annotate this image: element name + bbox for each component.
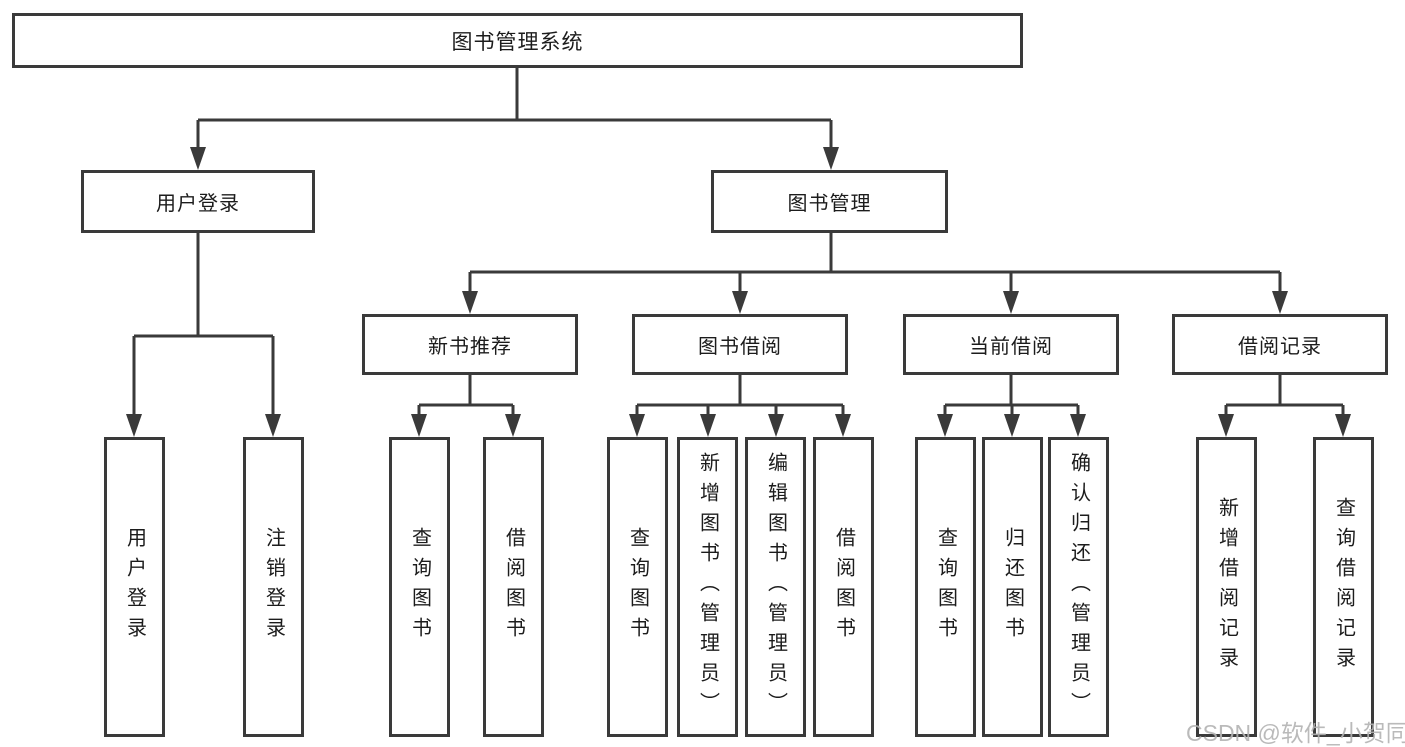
watermark: CSDN @软件_小贺同学: [1186, 720, 1405, 746]
leaf-query-book-3: 查询图书: [915, 437, 976, 737]
leaf-user-login-label: 用户登录: [123, 527, 146, 647]
arrow-leaf-confirm-return: [1070, 414, 1086, 437]
arrow-leaf-return-book: [1004, 414, 1020, 437]
leaf-add-borrow-record: 新增借阅记录: [1196, 437, 1257, 737]
arrow-leaf-query-book-1: [411, 414, 427, 437]
leaf-borrow-book-1-label: 借阅图书: [502, 527, 525, 647]
arrow-leaf-query-borrow-record: [1335, 414, 1351, 437]
arrow-leaf-user-login: [126, 414, 142, 437]
leaf-logout-label: 注销登录: [262, 527, 285, 647]
leaf-edit-book: 编辑图书（管理员）: [745, 437, 806, 737]
arrow-book-mgmt: [823, 147, 839, 170]
node-book-borrow: 图书借阅: [632, 314, 848, 375]
leaf-query-book-1-label: 查询图书: [408, 527, 431, 647]
arrow-leaf-borrow-book-2: [835, 414, 851, 437]
node-current-borrow: 当前借阅: [903, 314, 1119, 375]
node-book-mgmt-label: 图书管理: [787, 193, 872, 215]
leaf-confirm-return-label: 确认归还（管理员）: [1067, 452, 1090, 722]
leaf-borrow-book-1: 借阅图书: [483, 437, 544, 737]
node-root: 图书管理系统: [12, 13, 1023, 68]
node-book-borrow-label: 图书借阅: [698, 336, 782, 358]
node-new-book-rec-label: 新书推荐: [428, 336, 512, 358]
arrow-leaf-edit-book: [768, 414, 784, 437]
leaf-user-login: 用户登录: [104, 437, 165, 737]
node-user-login-label: 用户登录: [156, 193, 240, 215]
node-book-mgmt: 图书管理: [711, 170, 948, 233]
leaf-return-book-label: 归还图书: [1001, 527, 1024, 647]
arrow-leaf-borrow-book-1: [505, 414, 521, 437]
node-borrow-records: 借阅记录: [1172, 314, 1388, 375]
arrow-leaf-query-book-2: [629, 414, 645, 437]
node-new-book-rec: 新书推荐: [362, 314, 578, 375]
leaf-query-book-2-label: 查询图书: [626, 527, 649, 647]
leaf-borrow-book-2: 借阅图书: [813, 437, 874, 737]
node-root-label: 图书管理系统: [451, 30, 584, 54]
arrow-current-borrow: [1003, 291, 1019, 314]
arrow-leaf-add-borrow-record: [1218, 414, 1234, 437]
node-current-borrow-label: 当前借阅: [969, 336, 1053, 358]
arrow-leaf-query-book-3: [937, 414, 953, 437]
leaf-return-book: 归还图书: [982, 437, 1043, 737]
arrow-leaf-logout: [265, 414, 281, 437]
arrow-user-login: [190, 147, 206, 170]
arrow-borrow-records: [1272, 291, 1288, 314]
leaf-query-book-1: 查询图书: [389, 437, 450, 737]
leaf-borrow-book-2-label: 借阅图书: [832, 527, 855, 647]
node-user-login: 用户登录: [81, 170, 315, 233]
leaf-add-book-label: 新增图书（管理员）: [696, 452, 719, 722]
leaf-query-borrow-record-label: 查询借阅记录: [1332, 497, 1355, 677]
leaf-add-borrow-record-label: 新增借阅记录: [1215, 497, 1238, 677]
leaf-add-book: 新增图书（管理员）: [677, 437, 738, 737]
leaf-logout: 注销登录: [243, 437, 304, 737]
arrow-book-borrow: [732, 291, 748, 314]
leaf-edit-book-label: 编辑图书（管理员）: [764, 452, 787, 722]
arrow-leaf-add-book: [700, 414, 716, 437]
arrowheads: [126, 147, 1351, 437]
leaf-query-book-3-label: 查询图书: [934, 527, 957, 647]
arrow-new-book-rec: [462, 291, 478, 314]
leaf-confirm-return: 确认归还（管理员）: [1048, 437, 1109, 737]
leaf-query-borrow-record: 查询借阅记录: [1313, 437, 1374, 737]
leaf-query-book-2: 查询图书: [607, 437, 668, 737]
node-borrow-records-label: 借阅记录: [1238, 336, 1322, 358]
